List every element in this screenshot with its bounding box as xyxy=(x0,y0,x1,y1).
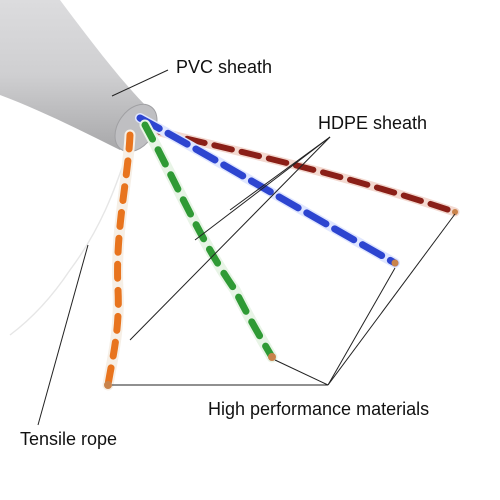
hdpe-leader-line-2 xyxy=(194,136,331,241)
hdpe-leader-line-3 xyxy=(129,136,331,341)
hpm-leader-line-3 xyxy=(327,267,396,386)
orange-twisted-pair xyxy=(102,129,136,391)
brown-twisted-pair xyxy=(155,127,460,217)
pvc-sheath xyxy=(0,0,150,150)
hdpe-sheath-label: HDPE sheath xyxy=(318,113,428,133)
green-twisted-pair xyxy=(139,119,278,363)
blue-twisted-pair xyxy=(135,113,400,268)
high-performance-materials-label: High performance materials xyxy=(208,399,430,419)
rope-leader-line xyxy=(37,244,89,426)
hpm-leader-line-4 xyxy=(327,213,456,386)
pvc-sheath-label: PVC sheath xyxy=(176,57,273,77)
tensile-rope xyxy=(9,149,129,336)
pvc-leader-line xyxy=(111,69,169,97)
tensile-rope-label: Tensile rope xyxy=(20,429,118,449)
hpm-leader-line-2 xyxy=(274,359,329,386)
